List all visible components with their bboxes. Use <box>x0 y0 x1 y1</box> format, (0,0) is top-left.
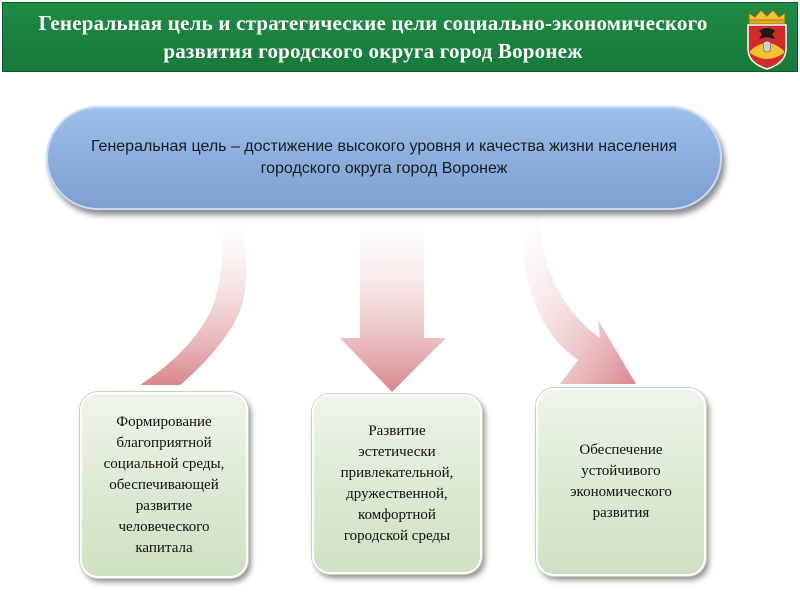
title-bar: Генеральная цель и стратегические цели с… <box>2 2 798 72</box>
goal2-line: привлекательной, <box>340 465 454 481</box>
page-title-line2: развития городского округа город Воронеж <box>163 39 583 63</box>
goal1-line: обеспечивающей <box>109 476 219 493</box>
goal3-line: устойчивого <box>581 463 661 479</box>
goal2-line: дружественной, <box>346 486 448 502</box>
strategic-goal-social: Формирование благоприятной социальной ср… <box>80 392 248 578</box>
goal1-line: благоприятной <box>116 434 212 451</box>
general-goal-line1: Генеральная цель – достижение высокого у… <box>90 138 678 155</box>
strategic-goal-urban: Развитие эстетически привлекательной, др… <box>312 394 482 574</box>
goal3-line: Обеспечение <box>579 442 663 458</box>
strategic-goal-economic: Обеспечение устойчивого экономического р… <box>536 388 706 576</box>
arrow-right <box>520 212 636 384</box>
goal3-line: экономического <box>570 484 672 500</box>
goal2-line: комфортной <box>358 507 436 523</box>
goal1-line: развитие <box>135 497 193 514</box>
goal1-line: социальной среды, <box>103 455 225 472</box>
goal1-line: Формирование <box>116 413 212 430</box>
goal2-line: городской среды <box>343 528 451 544</box>
goal2-line: Развитие <box>368 423 426 439</box>
page-title: Генеральная цель и стратегические цели с… <box>3 9 743 65</box>
page-title-line1: Генеральная цель и стратегические цели с… <box>38 11 708 35</box>
general-goal-box: Генеральная цель – достижение высокого у… <box>46 106 722 210</box>
goal1-line: капитала <box>135 539 193 556</box>
goal2-line: эстетически <box>358 444 436 460</box>
goal1-line: человеческого <box>118 518 210 535</box>
arrow-left <box>140 212 247 385</box>
general-goal-line2: городского округа город Воронеж <box>260 160 508 177</box>
goal3-line: развития <box>592 505 650 521</box>
arrow-middle <box>340 212 446 392</box>
coat-of-arms-icon <box>747 9 787 70</box>
